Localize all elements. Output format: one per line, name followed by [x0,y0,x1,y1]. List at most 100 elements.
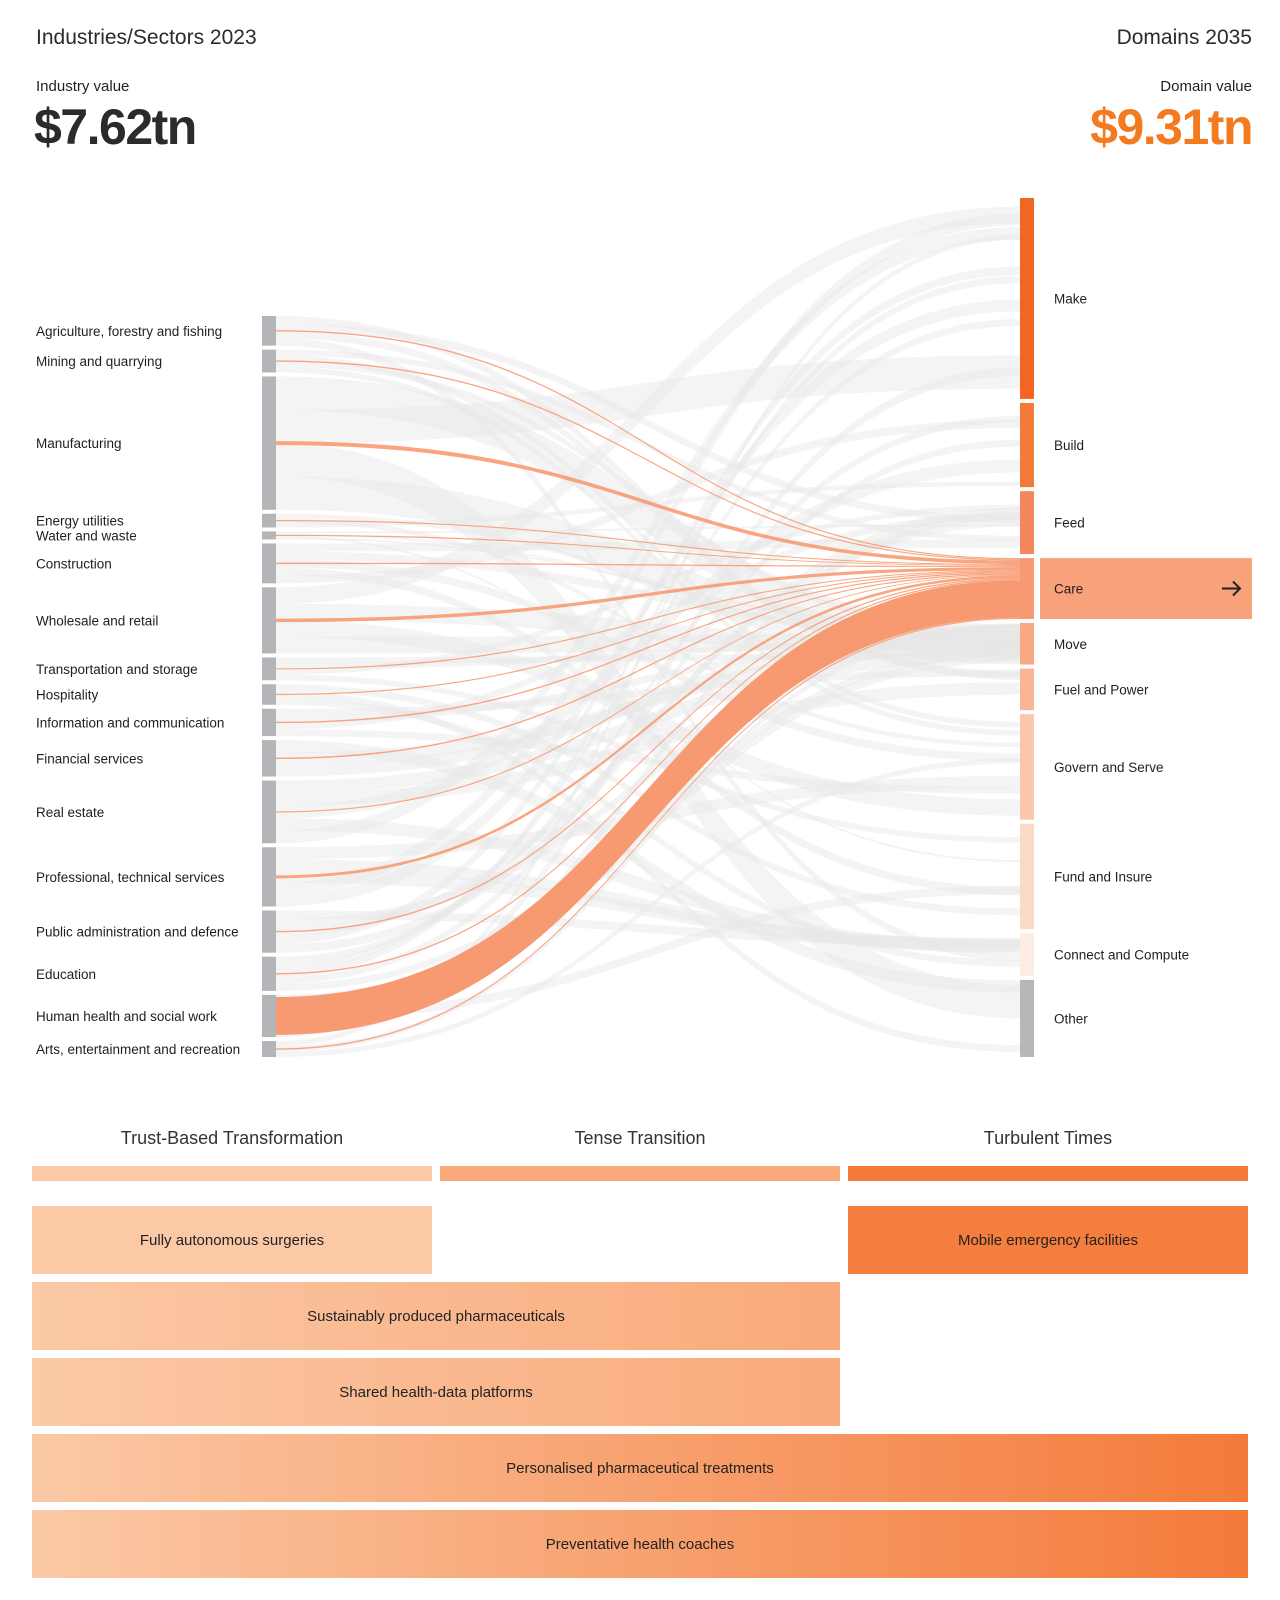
care-flow-information-and-communication [276,572,1020,724]
target-node-feed[interactable] [1020,491,1034,555]
scenario-bar-trust-based-transformation [32,1166,432,1181]
flow-mining-and-quarrying-to-govern-and-serve [276,355,1020,728]
source-node-information-and-communication[interactable] [262,708,276,737]
target-label-care: Care [1054,582,1083,597]
care-flow-manufacturing [276,441,1020,565]
target-node-fuel-and-power[interactable] [1020,668,1034,711]
arrow-right-icon[interactable] [1222,580,1242,597]
flow-public-administration-and-defence-to-feed [276,507,1020,953]
source-node-human-health-and-social-work[interactable] [262,994,276,1038]
target-node-govern-and-serve[interactable] [1020,714,1034,820]
flow-education-to-make [276,276,1020,978]
target-node-move[interactable] [1020,622,1034,665]
source-label-hospitality: Hospitality [36,687,99,702]
flow-agriculture-forestry-and-fishing-to-fuel-and-power [276,330,1020,679]
flow-education-to-build [276,415,1020,964]
target-label-fuel-and-power: Fuel and Power [1054,682,1149,697]
source-node-construction[interactable] [262,543,276,584]
flow-real-estate-to-make [276,227,1020,844]
care-flow-hospitality [276,571,1020,696]
care-flow-professional-technical-services [276,575,1020,879]
target-node-make[interactable] [1020,198,1034,399]
innovation-bar-preventative-health-coaches[interactable]: Preventative health coaches [32,1510,1248,1578]
source-node-manufacturing[interactable] [262,376,276,510]
flow-water-and-waste-to-move [276,533,1020,632]
target-node-fund-and-insure[interactable] [1020,823,1034,930]
flow-public-administration-and-defence-to-move [276,624,1020,928]
flow-financial-services-to-other [276,740,1020,993]
source-node-public-administration-and-defence[interactable] [262,910,276,953]
source-node-real-estate[interactable] [262,780,276,844]
flow-real-estate-to-fuel-and-power [276,682,1020,806]
care-flow-arts-entertainment-and-recreation [276,617,1020,1050]
source-label-mining-and-quarrying: Mining and quarrying [36,354,162,369]
innovation-bar-mobile-emergency-facilities[interactable]: Mobile emergency facilities [848,1206,1248,1274]
source-label-construction: Construction [36,556,112,571]
target-node-build[interactable] [1020,402,1034,488]
source-node-mining-and-quarrying[interactable] [262,349,276,373]
flow-water-and-waste-to-move [276,537,1020,629]
source-node-professional-technical-services[interactable] [262,847,276,907]
flow-real-estate-to-build [276,459,1020,819]
industry-value: $7.62tn [34,99,197,155]
domain-value: $9.31tn [1090,99,1253,155]
flow-wholesale-and-retail-to-govern-and-serve [276,620,1020,816]
flow-manufacturing-to-other [276,443,1020,1019]
source-node-transportation-and-storage[interactable] [262,657,276,681]
scenario-bar-tense-transition [440,1166,840,1181]
flow-information-and-communication-to-move [276,635,1020,723]
target-axis-title: Domains 2035 [1116,26,1252,49]
source-nodes [262,316,276,1057]
target-node-care[interactable] [1020,558,1034,619]
node-labels: Agriculture, forestry and fishingMining … [36,291,1189,1057]
care-flow-agriculture-forestry-and-fishing [276,330,1020,560]
flow-human-health-and-social-work-to-make [276,367,1020,1038]
target-label-other: Other [1054,1011,1088,1026]
innovation-bar-personalised-pharmaceutical-treatments[interactable]: Personalised pharmaceutical treatments [32,1434,1248,1502]
flow-financial-services-to-move [276,640,1020,765]
target-label-make: Make [1054,291,1087,306]
scenario-title-trust-based-transformation: Trust-Based Transformation [120,1128,344,1148]
target-node-connect-and-compute[interactable] [1020,933,1034,976]
source-node-energy-utilities[interactable] [262,513,276,528]
flow-construction-to-fund-and-insure [276,567,1020,896]
source-label-agriculture-forestry-and-fishing: Agriculture, forestry and fishing [36,324,222,339]
source-label-public-administration-and-defence: Public administration and defence [36,925,239,940]
flow-education-to-build [276,439,1020,985]
source-node-hospitality[interactable] [262,684,276,705]
scenario-title-tense-transition: Tense Transition [574,1128,706,1148]
source-node-water-and-waste[interactable] [262,531,276,540]
care-flow-mining-and-quarrying [276,360,1020,561]
source-node-wholesale-and-retail[interactable] [262,587,276,654]
flow-real-estate-to-move [276,648,1020,794]
source-node-agriculture-forestry-and-fishing[interactable] [262,316,276,346]
source-label-real-estate: Real estate [36,805,104,820]
source-node-education[interactable] [262,956,276,991]
innovation-bar-sustainably-produced-pharmaceuticals[interactable]: Sustainably produced pharmaceuticals [32,1282,840,1350]
flow-construction-to-feed [276,539,1020,552]
source-node-arts-entertainment-and-recreation[interactable] [262,1041,276,1057]
flow-real-estate-to-connect-and-compute [276,818,1020,954]
target-label-build: Build [1054,438,1084,453]
care-flow-public-administration-and-defence [276,577,1020,933]
target-label-govern-and-serve: Govern and Serve [1054,760,1164,775]
source-label-human-health-and-social-work: Human health and social work [36,1009,217,1024]
innovation-bar-shared-health-data-platforms[interactable]: Shared health-data platforms [32,1358,840,1426]
flow-hospitality-to-other [276,691,1020,1052]
target-nodes [1020,198,1252,1057]
source-label-transportation-and-storage: Transportation and storage [36,662,198,677]
flow-agriculture-forestry-and-fishing-to-fuel-and-power [276,316,1020,680]
flow-water-and-waste-to-fund-and-insure [276,535,1020,863]
care-flow-construction [276,562,1020,568]
care-flow-transportation-and-storage [276,570,1020,670]
flow-human-health-and-social-work-to-fund-and-insure [276,885,1020,1021]
domain-value-label: Domain value [1160,78,1252,95]
scenario-bar-turbulent-times [848,1166,1248,1181]
target-node-other[interactable] [1020,979,1034,1057]
care-selected-highlight[interactable] [1040,558,1252,619]
flow-public-administration-and-defence-to-connect-and-compute [276,910,1020,947]
innovation-bar-fully-autonomous-surgeries[interactable]: Fully autonomous surgeries [32,1206,432,1274]
source-label-professional-technical-services: Professional, technical services [36,870,225,885]
source-label-education: Education [36,967,96,982]
source-node-financial-services[interactable] [262,740,276,777]
